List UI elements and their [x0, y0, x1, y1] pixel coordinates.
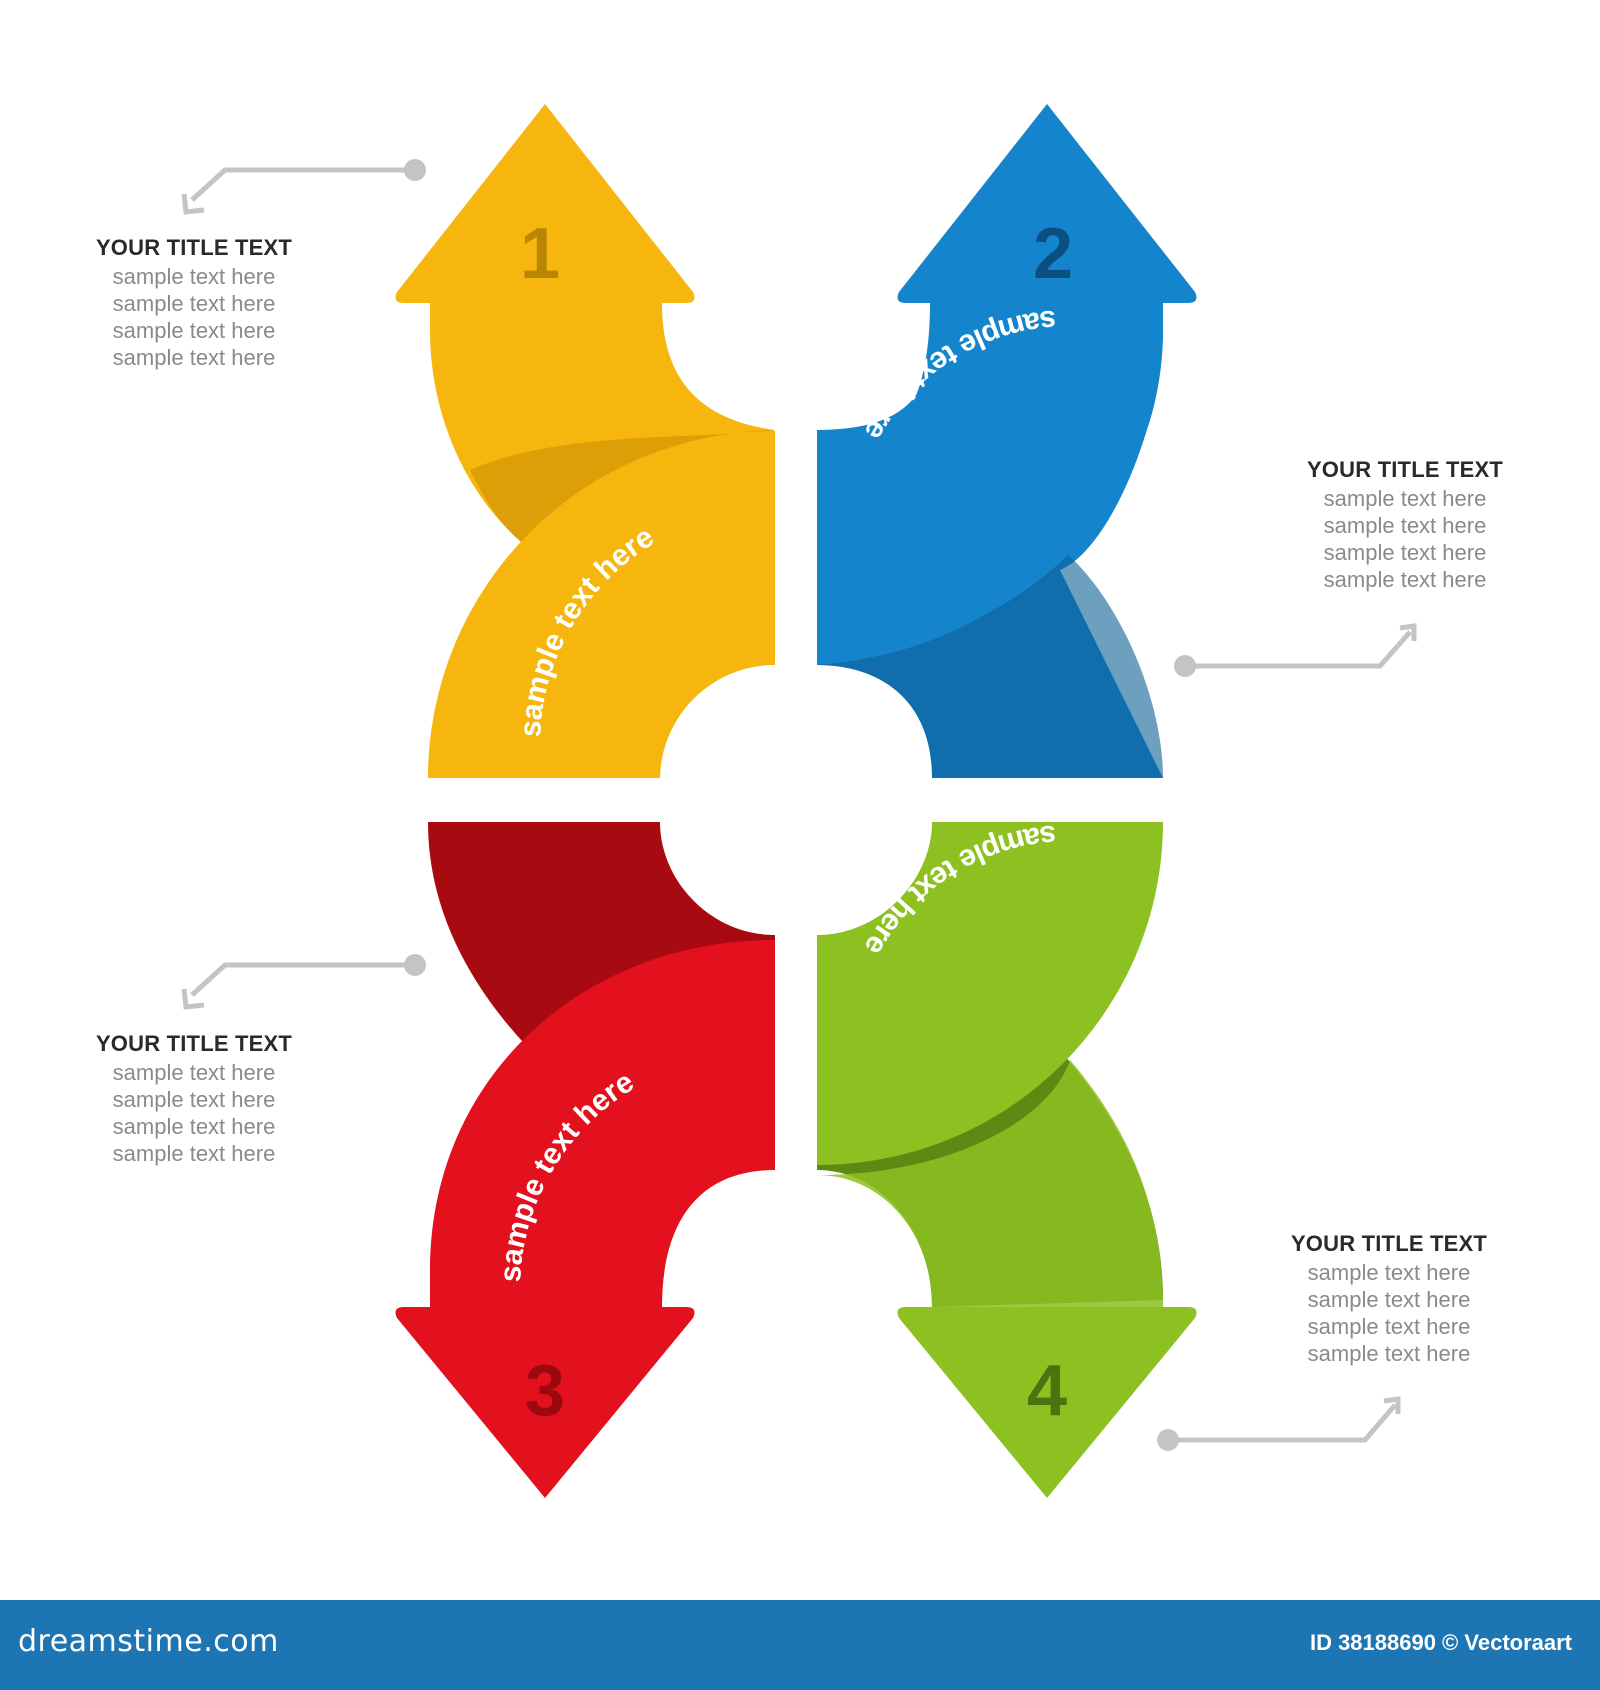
callout-line: sample text here: [1307, 1341, 1471, 1366]
callout-line: sample text here: [112, 264, 276, 289]
callout-title: YOUR TITLE TEXT: [95, 1031, 293, 1056]
callout-title: YOUR TITLE TEXT: [1306, 457, 1504, 482]
callout-line: sample text here: [112, 1087, 276, 1112]
arrow-2: 2 sample text here: [817, 104, 1197, 778]
arrow-3: 3 sample text here: [395, 822, 775, 1498]
callout-line: sample text here: [112, 1114, 276, 1139]
callout-line: sample text here: [1323, 567, 1487, 592]
callout-2: YOUR TITLE TEXT sample text here sample …: [1295, 455, 1515, 593]
callout-line: sample text here: [112, 1060, 276, 1085]
arrow-2-number: 2: [1033, 214, 1073, 294]
arrow-3-band: [430, 940, 775, 1307]
callout-line: sample text here: [1323, 513, 1487, 538]
connector-2: [1174, 623, 1417, 677]
callout-line: sample text here: [112, 291, 276, 316]
connector-1: [181, 159, 426, 215]
arrow-1-head: [395, 104, 695, 303]
arrow-3-number: 3: [525, 1351, 565, 1431]
arrow-2-shadow: [817, 552, 1163, 778]
callout-3: YOUR TITLE TEXT sample text here sample …: [84, 1029, 304, 1167]
arrow-diagram: 1 sample text here 2 sample text here 3 …: [181, 104, 1417, 1498]
arrow-3-head: [395, 1307, 695, 1498]
connector-4: [1157, 1396, 1401, 1451]
arrow-3-top: [428, 822, 775, 1060]
callout-line: sample text here: [112, 318, 276, 343]
arrow-2-band: [817, 303, 1163, 655]
callout-1: YOUR TITLE TEXT sample text here sample …: [84, 233, 304, 371]
brand-logo-text[interactable]: dreamstime.com: [18, 1624, 279, 1659]
arrow-4: 4 sample text here: [817, 818, 1197, 1498]
footer-bar: dreamstime.com ID 38188690 © Vectoraart: [0, 1600, 1600, 1690]
callout-title: YOUR TITLE TEXT: [95, 235, 293, 260]
arrow-4-band: [817, 822, 1163, 1165]
arrow-4-number: 4: [1027, 1351, 1067, 1431]
arrow-1-number: 1: [520, 214, 560, 294]
connector-3: [181, 954, 426, 1010]
callout-line: sample text here: [112, 1141, 276, 1166]
arrow-4-head: [897, 1307, 1197, 1498]
callout-4: YOUR TITLE TEXT sample text here sample …: [1279, 1229, 1499, 1367]
callout-line: sample text here: [1307, 1287, 1471, 1312]
arrow-1-band: [428, 431, 775, 778]
callout-title: YOUR TITLE TEXT: [1290, 1231, 1488, 1256]
callout-line: sample text here: [1323, 540, 1487, 565]
arrow-1-shadow: [470, 430, 775, 545]
callout-line: sample text here: [1307, 1260, 1471, 1285]
arrow-1: 1 sample text here: [395, 104, 775, 778]
arrow-4-lower: [817, 1060, 1163, 1307]
arrow-2-head: [897, 104, 1197, 303]
callout-line: sample text here: [1307, 1314, 1471, 1339]
callout-line: sample text here: [112, 345, 276, 370]
image-credit: ID 38188690 © Vectoraart: [1309, 1630, 1572, 1655]
callout-line: sample text here: [1323, 486, 1487, 511]
